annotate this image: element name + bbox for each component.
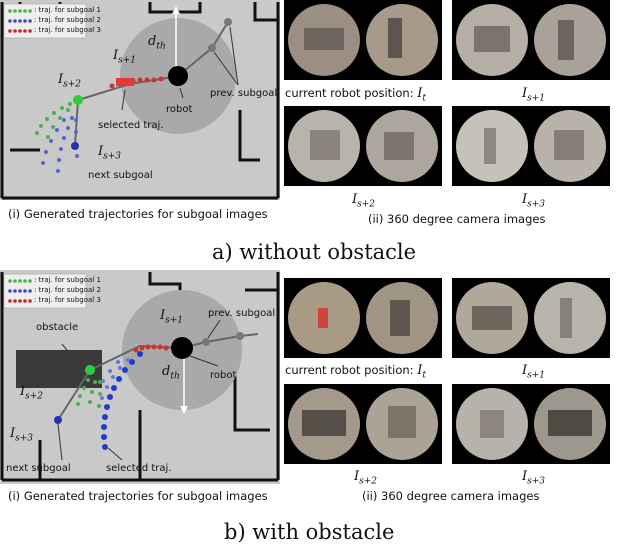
legend-b: : traj. for subgoal 1 : traj. for subgoa… (34, 275, 101, 305)
label-is-plus-3: Is+3 (98, 144, 122, 162)
section-title-a: a) without obstacle (212, 240, 417, 264)
map-a (0, 0, 280, 200)
label-camera-s1-b: Is+1 (522, 363, 546, 381)
label-camera-s1-a: Is+1 (522, 86, 546, 104)
label-selected-traj-b: selected traj. (106, 463, 172, 474)
camera-image-current-b (284, 278, 442, 358)
label-camera-s3-b: Is+3 (522, 469, 546, 487)
section-b: : traj. for subgoal 1 : traj. for subgoa… (0, 270, 640, 554)
label-next-subgoal: next subgoal (88, 170, 153, 181)
label-is-plus-1-b: Is+1 (160, 308, 184, 326)
camera-image-s2-b (284, 384, 442, 464)
caption-left-a: (i) Generated trajectories for subgoal i… (8, 207, 268, 221)
label-is-plus-1: Is+1 (113, 48, 137, 66)
label-camera-s2-a: Is+2 (352, 192, 376, 210)
label-next-subgoal-b: next subgoal (6, 463, 71, 474)
label-is-plus-3-b: Is+3 (10, 426, 34, 444)
map-b (0, 270, 280, 484)
label-current-position-b: current robot position: It (285, 363, 426, 381)
section-title-b: b) with obstacle (224, 520, 395, 544)
camera-image-s1-a (452, 0, 610, 80)
label-camera-s3-a: Is+3 (522, 192, 546, 210)
label-dth: dth (148, 34, 166, 52)
label-is-plus-2-b: Is+2 (20, 384, 44, 402)
caption-right-b: (ii) 360 degree camera images (362, 489, 540, 503)
camera-image-s1-b (452, 278, 610, 358)
label-obstacle: obstacle (36, 322, 79, 333)
section-a: : traj. for subgoal 1 : traj. for subgoa… (0, 0, 640, 270)
legend-item: : traj. for subgoal 1 (34, 276, 101, 284)
camera-image-current-a (284, 0, 442, 80)
label-robot: robot (166, 104, 193, 115)
caption-left-b: (i) Generated trajectories for subgoal i… (8, 489, 268, 503)
label-current-position-a: current robot position: It (285, 86, 426, 104)
legend-item: : traj. for subgoal 2 (34, 16, 101, 24)
legend-item: : traj. for subgoal 1 (34, 6, 101, 14)
camera-image-s3-a (452, 106, 610, 186)
label-dth-b: dth (162, 364, 180, 382)
caption-right-a: (ii) 360 degree camera images (368, 212, 546, 226)
label-selected-traj: selected traj. (98, 120, 164, 131)
camera-image-s2-a (284, 106, 442, 186)
label-robot-b: robot (210, 370, 237, 381)
label-prev-subgoal: prev. subgoal (210, 88, 278, 99)
legend-item: : traj. for subgoal 3 (34, 26, 101, 34)
label-prev-subgoal-b: prev. subgoal (208, 308, 276, 319)
legend-item: : traj. for subgoal 2 (34, 286, 101, 294)
label-camera-s2-b: Is+2 (354, 469, 378, 487)
label-is-plus-2: Is+2 (58, 72, 82, 90)
legend-item: : traj. for subgoal 3 (34, 296, 101, 304)
camera-image-s3-b (452, 384, 610, 464)
legend-a: : traj. for subgoal 1 : traj. for subgoa… (34, 5, 101, 35)
